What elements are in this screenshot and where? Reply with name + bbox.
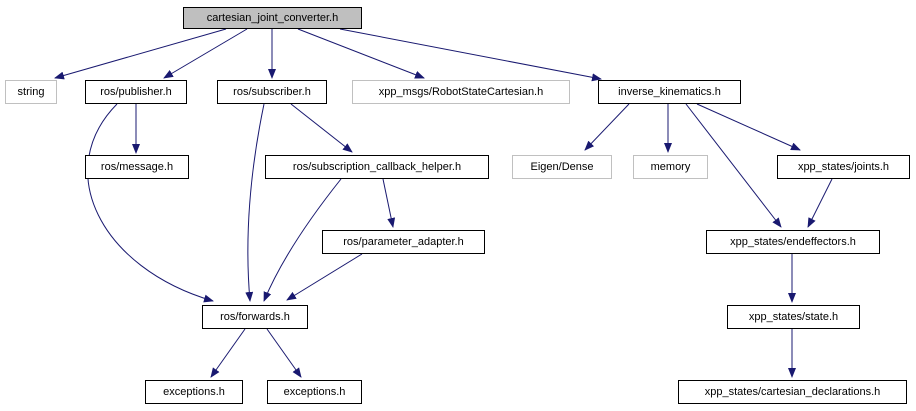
edge-ros-parameter-adapter-to-ros-forwards: [286, 253, 363, 301]
edge-ros-subscription-callback-helper-to-ros-parameter-adapter: [382, 178, 396, 228]
edge-ros-publisher-to-ros-forwards: [87, 103, 214, 303]
edge-xpp-states-joints-to-xpp-states-endeffectors: [807, 178, 833, 228]
edge-ros-subscriber-to-ros-forwards: [245, 103, 265, 302]
node-eigen-dense: Eigen/Dense: [512, 155, 612, 179]
node-ros-forwards[interactable]: ros/forwards.h: [202, 305, 308, 329]
node-xpp-states-joints[interactable]: xpp_states/joints.h: [777, 155, 910, 179]
edge-ros-forwards-to-exceptions-2: [266, 328, 302, 378]
edge-cartesian-joint-converter-to-ros-publisher: [163, 28, 248, 79]
node-exceptions-1[interactable]: exceptions.h: [145, 380, 243, 404]
edge-inverse-kinematics-to-xpp-states-endeffectors: [685, 103, 782, 228]
edge-inverse-kinematics-to-xpp-states-joints: [696, 103, 801, 151]
node-exceptions-2[interactable]: exceptions.h: [267, 380, 362, 404]
edge-ros-forwards-to-exceptions-1: [210, 328, 246, 378]
edge-ros-subscription-callback-helper-to-ros-forwards: [263, 178, 342, 302]
node-inverse-kinematics[interactable]: inverse_kinematics.h: [598, 80, 741, 104]
node-xpp-msgs-robot-state-cartesian: xpp_msgs/RobotStateCartesian.h: [352, 80, 570, 104]
node-ros-subscriber[interactable]: ros/subscriber.h: [217, 80, 327, 104]
node-cartesian-joint-converter: cartesian_joint_converter.h: [183, 7, 362, 29]
edge-cartesian-joint-converter-to-inverse-kinematics: [339, 28, 602, 82]
node-xpp-states-cartesian-declarations[interactable]: xpp_states/cartesian_declarations.h: [678, 380, 907, 404]
node-ros-parameter-adapter[interactable]: ros/parameter_adapter.h: [322, 230, 485, 254]
node-string: string: [5, 80, 57, 104]
edge-inverse-kinematics-to-eigen-dense: [584, 103, 630, 151]
edge-cartesian-joint-converter-to-xpp-msgs-robot-state-cartesian: [297, 28, 425, 79]
node-xpp-states-endeffectors[interactable]: xpp_states/endeffectors.h: [706, 230, 880, 254]
node-ros-publisher[interactable]: ros/publisher.h: [85, 80, 187, 104]
node-ros-message[interactable]: ros/message.h: [85, 155, 189, 179]
edge-ros-subscriber-to-ros-subscription-callback-helper: [290, 103, 353, 153]
node-ros-subscription-callback-helper[interactable]: ros/subscription_callback_helper.h: [265, 155, 489, 179]
node-xpp-states-state[interactable]: xpp_states/state.h: [727, 305, 860, 329]
node-memory: memory: [633, 155, 708, 179]
edge-cartesian-joint-converter-to-string: [54, 28, 227, 80]
